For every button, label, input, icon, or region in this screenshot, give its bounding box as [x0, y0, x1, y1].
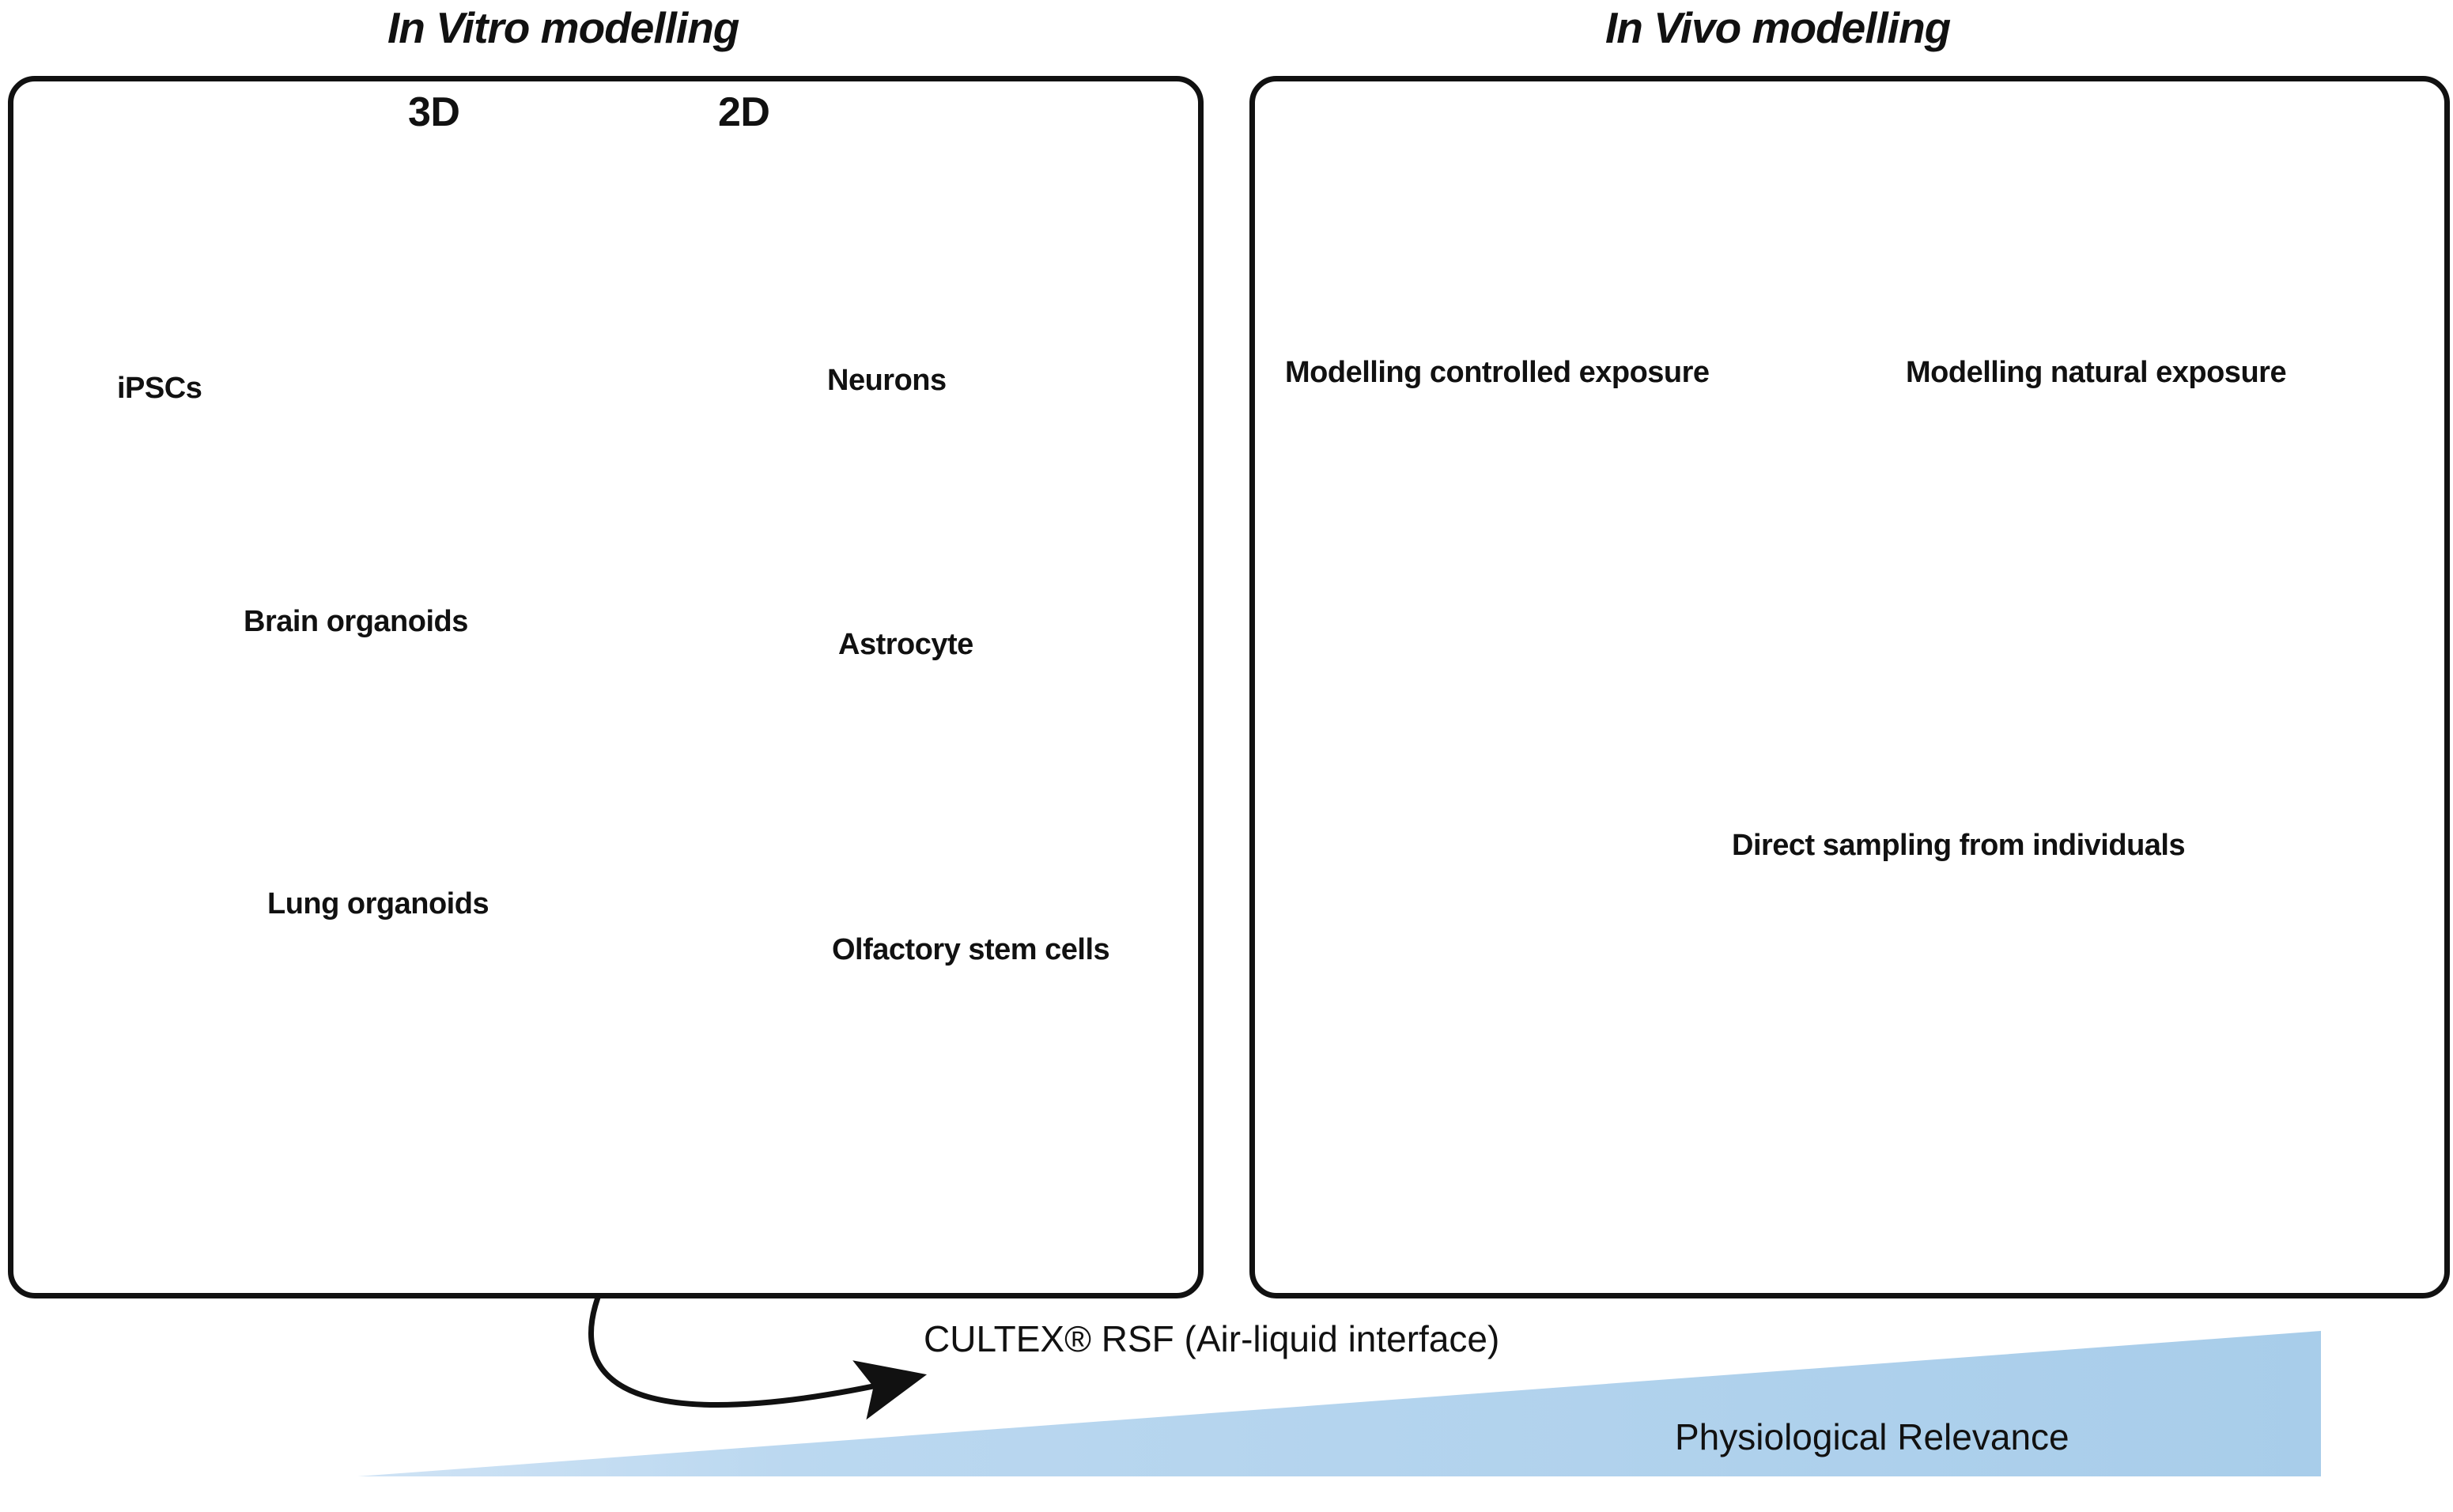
column-header-3d: 3D: [408, 89, 460, 135]
in-vitro-panel: [8, 76, 1204, 1298]
arrow-invitro-to-cultex: [588, 1287, 928, 1420]
physiological-relevance-label: Physiological Relevance: [1675, 1416, 2069, 1457]
cultex-rsf-label: CULTEX® RSF (Air-liquid interface): [924, 1318, 1500, 1359]
column-header-2d: 2D: [718, 89, 770, 135]
label-direct-sampling-from-individuals: Direct sampling from individuals: [1732, 829, 2186, 862]
label-astrocyte: Astrocyte: [838, 628, 973, 661]
in-vivo-panel: [1249, 76, 2450, 1298]
label-olfactory-stem-cells: Olfactory stem cells: [832, 933, 1110, 966]
label-brain-organoids: Brain organoids: [244, 605, 468, 638]
label-lung-organoids: Lung organoids: [267, 887, 489, 920]
label-modelling-natural-exposure: Modelling natural exposure: [1906, 356, 2287, 389]
label-modelling-controlled-exposure: Modelling controlled exposure: [1285, 356, 1710, 389]
label-neurons: Neurons: [827, 364, 947, 397]
in-vivo-panel-title: In Vivo modelling: [1605, 3, 1951, 52]
label-ipscs: iPSCs: [117, 372, 202, 405]
in-vitro-panel-title: In Vitro modelling: [387, 3, 739, 52]
